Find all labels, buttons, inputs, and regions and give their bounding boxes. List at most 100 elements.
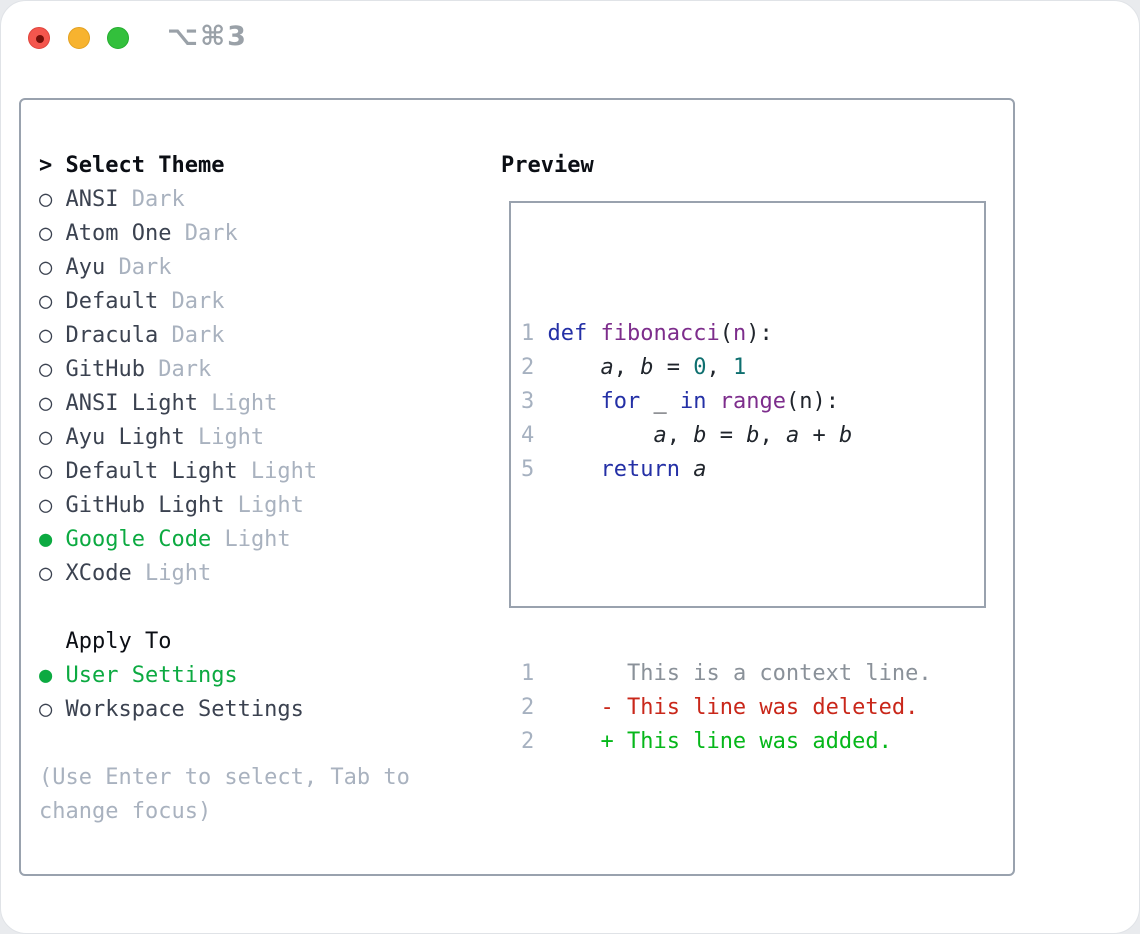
theme-option-github[interactable]: ○ GitHub Dark (39, 353, 451, 387)
theme-variant-tag: Light (224, 493, 304, 518)
theme-option-atom-one[interactable]: ○ Atom One Dark (39, 217, 451, 251)
theme-variant-tag: Dark (158, 323, 225, 348)
radio-unselected-icon: ○ (39, 289, 53, 314)
theme-name: ANSI Light (52, 391, 198, 416)
code-segment (680, 457, 693, 482)
diff-sample: 1 This is a context line.2 - This line w… (521, 657, 932, 759)
code-segment: a (653, 423, 667, 448)
theme-variant-tag: Dark (105, 255, 172, 280)
code-segment: a (785, 423, 800, 448)
radio-unselected-icon: ○ (39, 357, 53, 382)
code-segment (548, 695, 601, 720)
radio-unselected-icon: ○ (39, 187, 53, 212)
theme-option-default-light[interactable]: ○ Default Light Light (39, 455, 451, 489)
code-segment: 1 (732, 355, 747, 380)
theme-variant-tag: Light (184, 425, 265, 450)
code-segment (548, 389, 601, 414)
code-segment: , (666, 423, 694, 448)
radio-unselected-icon: ○ (39, 697, 53, 722)
spacer (521, 555, 932, 589)
code-line: 2 a, b = 0, 1 (521, 351, 932, 385)
theme-name: Google Code (52, 527, 212, 552)
maximize-button[interactable] (107, 27, 129, 49)
close-button-dot-icon (36, 35, 44, 43)
code-segment: - This line was deleted. (600, 695, 919, 720)
code-segment (548, 457, 601, 482)
code-line: 5 return a (521, 453, 932, 487)
theme-option-ansi-light[interactable]: ○ ANSI Light Light (39, 387, 451, 421)
theme-option-ayu-light[interactable]: ○ Ayu Light Light (39, 421, 451, 455)
theme-name: GitHub (52, 357, 145, 382)
theme-name: Dracula (52, 323, 159, 348)
code-segment: (n): (785, 389, 839, 414)
theme-name: ANSI (52, 187, 119, 212)
theme-variant-tag: Dark (118, 187, 185, 212)
code-segment: = (706, 423, 747, 448)
minimize-button[interactable] (68, 27, 90, 49)
line-number: 1 (521, 661, 535, 686)
diff-line: 1 This is a context line. (521, 657, 932, 691)
window-shortcut-label: ⌥⌘3 (167, 21, 248, 52)
radio-unselected-icon: ○ (39, 255, 53, 280)
code-segment: , (613, 355, 641, 380)
code-segment (548, 729, 601, 754)
line-number: 4 (521, 423, 535, 448)
theme-name: Ayu Light (52, 425, 185, 450)
code-segment: return (600, 457, 680, 482)
code-segment: a (600, 355, 614, 380)
diff-line: 2 - This line was deleted. (521, 691, 932, 725)
theme-variant-tag: Light (197, 391, 278, 416)
code-segment: a (693, 457, 707, 482)
code-segment: b (746, 423, 760, 448)
theme-list: ○ ANSI Dark○ Atom One Dark○ Ayu Dark○ De… (39, 183, 451, 591)
code-segment: This is a context line. (626, 661, 932, 686)
radio-unselected-icon: ○ (39, 323, 53, 348)
theme-option-google-code[interactable]: ● Google Code Light (39, 523, 451, 557)
radio-unselected-icon: ○ (39, 221, 53, 246)
apply-option-user-settings[interactable]: ● User Settings (39, 659, 451, 693)
preview-title: Preview (501, 153, 594, 178)
line-number: 3 (521, 389, 535, 414)
theme-name: Ayu (52, 255, 106, 280)
theme-variant-tag: Light (237, 459, 318, 484)
code-segment: 0 (693, 355, 707, 380)
code-segment: fibonacci (600, 321, 720, 346)
code-segment: b (693, 423, 707, 448)
code-segment (587, 321, 600, 346)
close-button[interactable] (28, 27, 50, 49)
select-theme-title: Select Theme (65, 153, 225, 178)
line-number: 1 (521, 321, 535, 346)
apply-to-title: Apply To (65, 629, 172, 654)
line-number: 2 (521, 695, 535, 720)
theme-variant-tag: Light (211, 527, 291, 552)
radio-unselected-icon: ○ (39, 493, 53, 518)
radio-unselected-icon: ○ (39, 561, 53, 586)
code-segment: , (706, 355, 733, 380)
theme-name: Atom One (52, 221, 172, 246)
theme-variant-tag: Dark (171, 221, 238, 246)
theme-name: Default Light (52, 459, 238, 484)
theme-option-dracula[interactable]: ○ Dracula Dark (39, 319, 451, 353)
code-line: 3 for _ in range(n): (521, 385, 932, 419)
theme-variant-tag: Dark (158, 289, 225, 314)
theme-option-xcode[interactable]: ○ XCode Light (39, 557, 451, 591)
code-line: 1 def fibonacci(n): (521, 317, 932, 351)
radio-unselected-icon: ○ (39, 459, 53, 484)
theme-variant-tag: Light (131, 561, 212, 586)
code-segment: for (600, 389, 641, 414)
spacer (39, 727, 451, 761)
line-number: 2 (521, 729, 535, 754)
code-segment: n (732, 321, 747, 346)
theme-option-ayu[interactable]: ○ Ayu Dark (39, 251, 451, 285)
code-segment: + (799, 423, 839, 448)
apply-option-workspace-settings[interactable]: ○ Workspace Settings (39, 693, 451, 727)
theme-option-ansi[interactable]: ○ ANSI Dark (39, 183, 451, 217)
theme-option-default[interactable]: ○ Default Dark (39, 285, 451, 319)
radio-unselected-icon: ○ (39, 425, 53, 450)
apply-option-label: Workspace Settings (52, 697, 304, 722)
theme-option-github-light[interactable]: ○ GitHub Light Light (39, 489, 451, 523)
code-segment: def (547, 321, 588, 346)
